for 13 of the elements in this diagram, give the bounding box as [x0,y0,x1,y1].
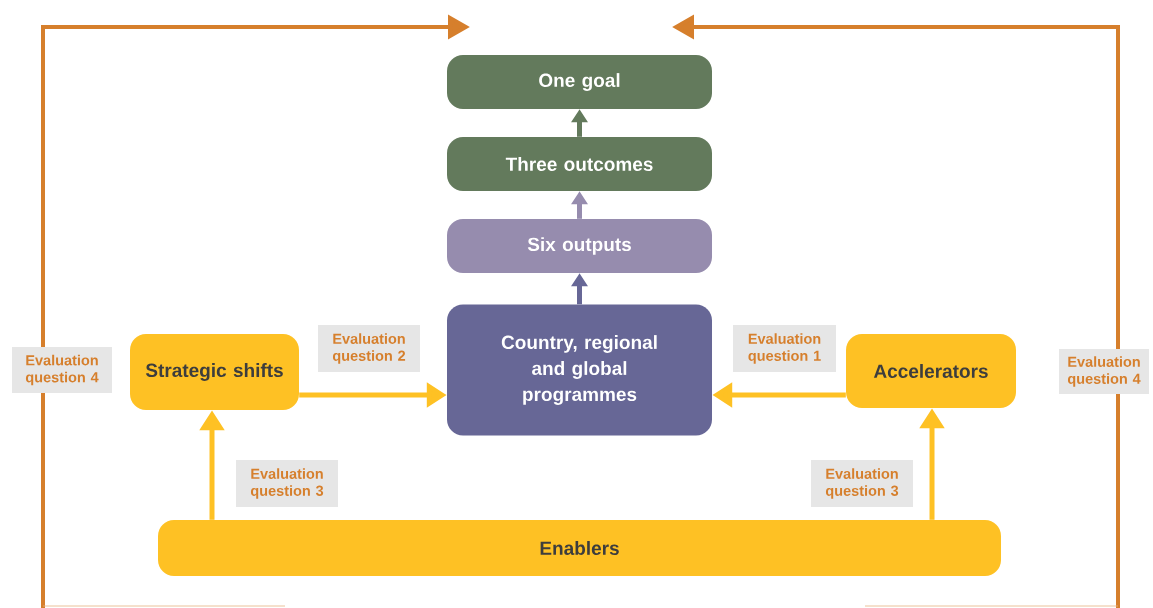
question-tag: Evaluation question 4 [1059,349,1149,394]
output-box: Six outputs [447,219,712,273]
accelerator-box: Accelerators [846,334,1016,408]
question-tag: Evaluation question 1 [733,325,836,372]
goal-box: One goal [447,55,712,109]
programme-box: Country, regional and global programmes [447,304,712,436]
question-tag: Evaluation question 3 [236,460,338,507]
outcome-box: Three outcomes [447,137,712,191]
question-tag: Evaluation question 4 [12,347,112,393]
question-tag: Evaluation question 2 [318,325,420,372]
enabler-bar: Enablers [158,520,1001,576]
question-tag: Evaluation question 3 [811,460,913,507]
shift-box: Strategic shifts [130,334,299,410]
